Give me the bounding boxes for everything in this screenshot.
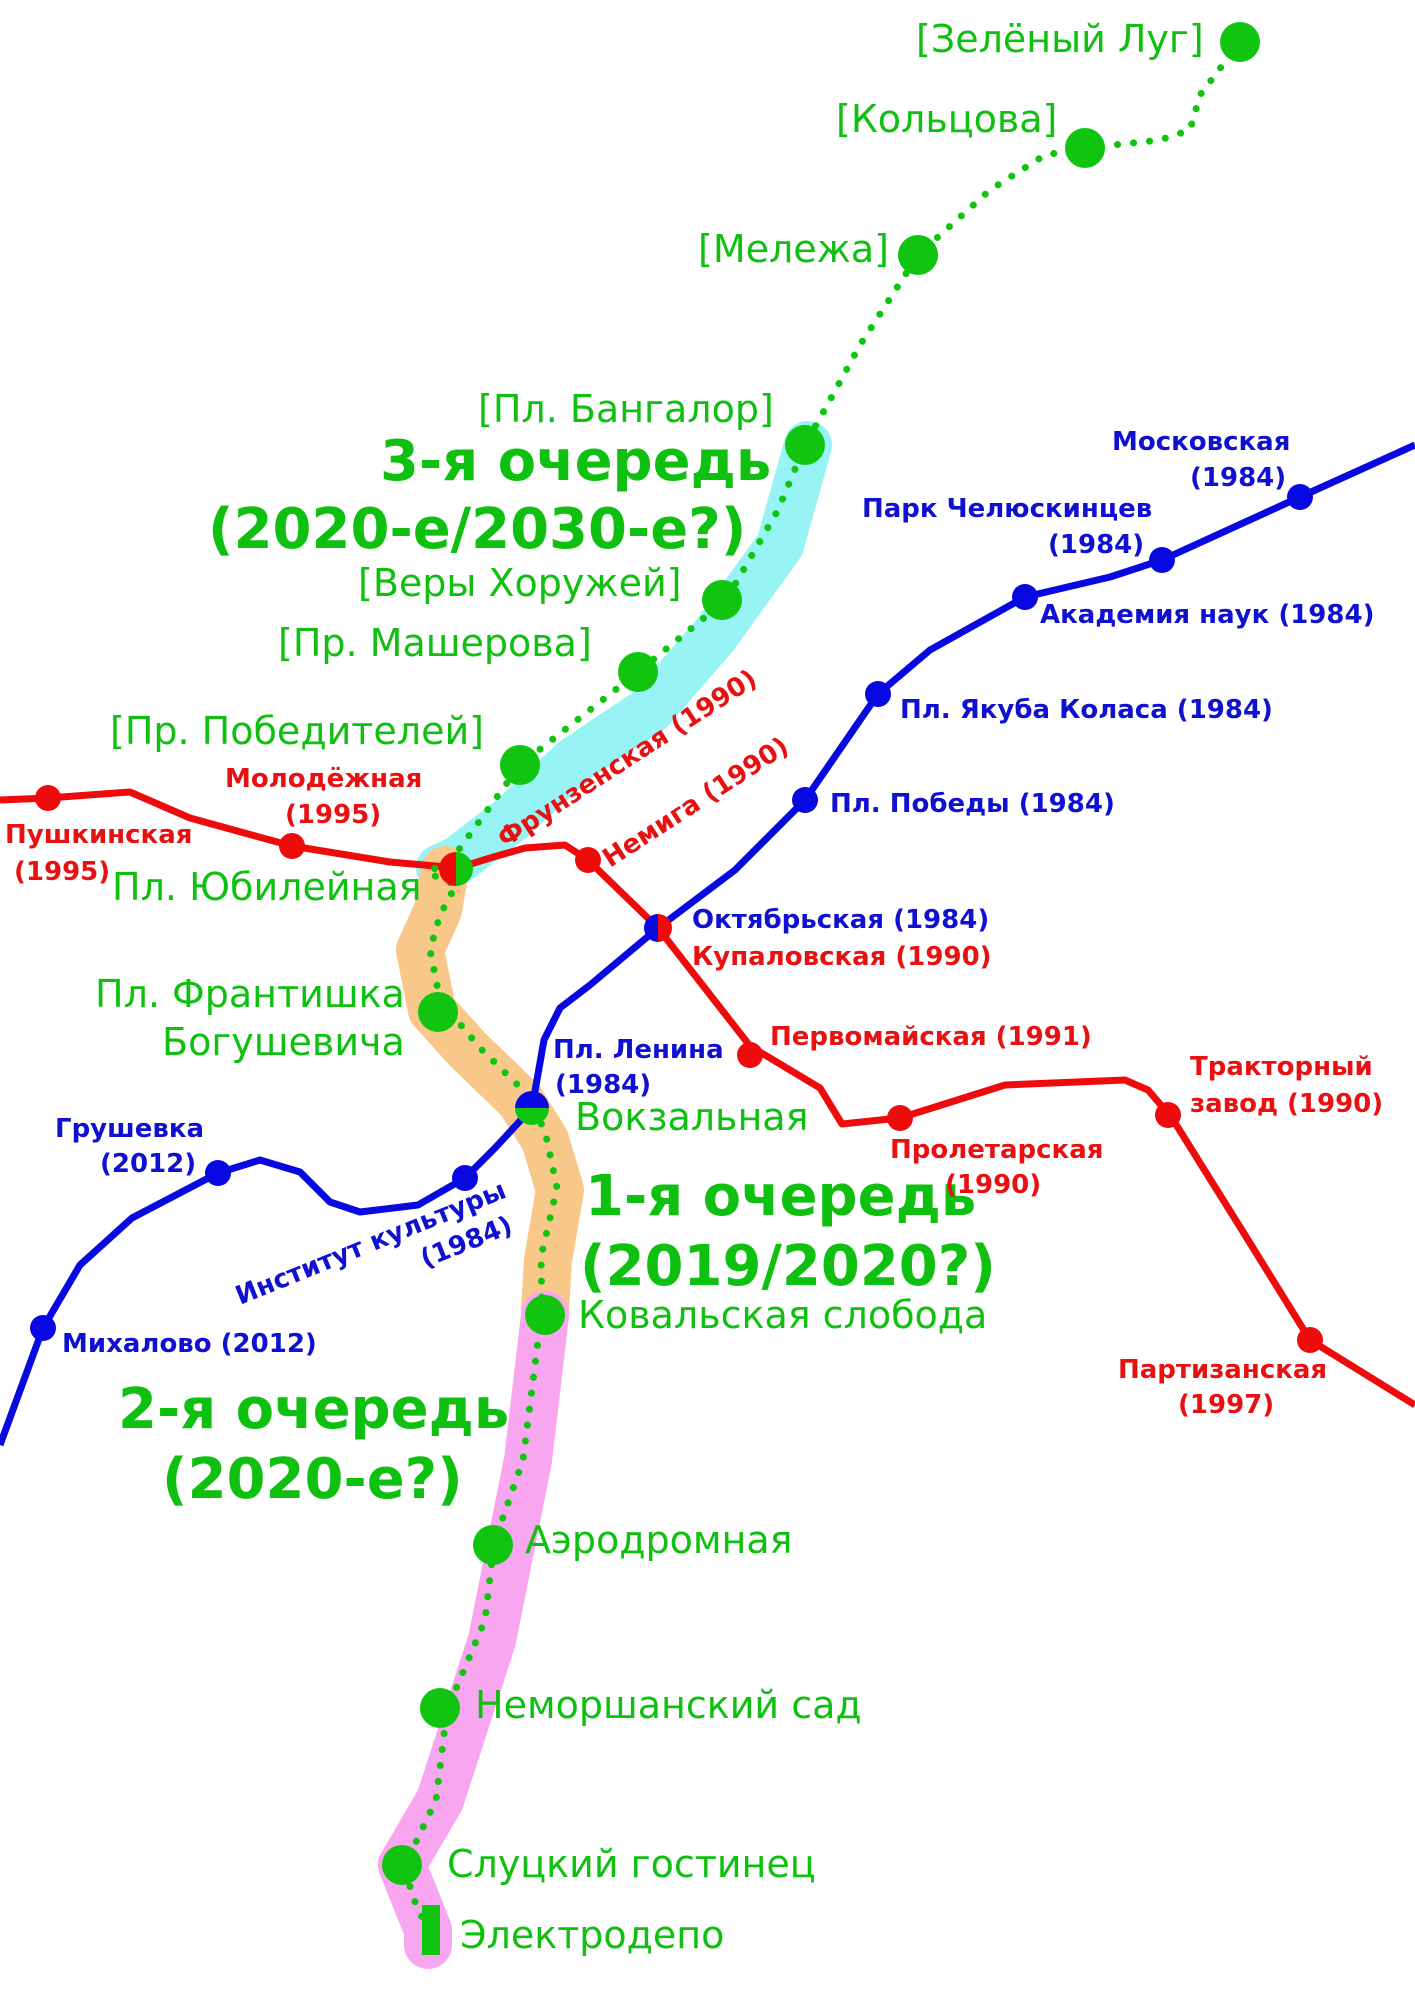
label-zelyony: [Зелёный Луг] [916, 17, 1204, 61]
green-line [401, 38, 1244, 1939]
phase3-zone [416, 421, 832, 892]
label-masherova: [Пр. Машерова] [278, 621, 592, 665]
label-moskovskaya-2: (1984) [1190, 463, 1286, 493]
electrodepot-marker[interactable] [422, 1905, 440, 1955]
station-grushevka[interactable] [205, 1160, 231, 1186]
transfer-yubileynaya[interactable] [439, 852, 473, 886]
station-koltsova[interactable] [1065, 128, 1105, 168]
station-khoruzhey[interactable] [702, 580, 742, 620]
label-aerodromnaya: Аэродромная [525, 1518, 793, 1562]
label-pervomayskaya: Первомайская (1991) [770, 1022, 1092, 1052]
label-molodyozhnaya-1: Молодёжная [225, 764, 422, 794]
label-park-1: Парк Челюскинцев [862, 494, 1152, 524]
label-traktorny-1: Тракторный [1190, 1052, 1373, 1082]
label-koltsova: [Кольцова] [836, 97, 1057, 141]
label-kovalskaya: Ковальская слобода [578, 1293, 987, 1337]
label-pushkinskaya-1: Пушкинская [5, 820, 192, 850]
station-park[interactable] [1149, 547, 1175, 573]
label-park-2: (1984) [1048, 530, 1144, 560]
station-slutsky[interactable] [382, 1845, 422, 1885]
label-proletarskaya-2: (1990) [945, 1170, 1041, 1200]
label-molodyozhnaya-2: (1995) [285, 800, 381, 830]
station-proletarskaya[interactable] [887, 1105, 913, 1131]
phase3-label-1: 3-я очередь [380, 429, 771, 494]
label-frantishka-1: Пл. Франтишка [95, 972, 405, 1016]
station-yakub[interactable] [865, 681, 891, 707]
station-kovalskaya[interactable] [525, 1295, 565, 1335]
station-pervomayskaya[interactable] [737, 1042, 763, 1068]
label-melezha: [Мележа] [698, 227, 889, 271]
phase1-zone [396, 846, 584, 1334]
transfer-oktyabrskaya-kupalovskaya[interactable] [644, 914, 672, 942]
label-pushkinskaya-2: (1995) [14, 857, 110, 887]
label-partizanskaya-1: Партизанская [1118, 1355, 1327, 1385]
label-pobedy: Пл. Победы (1984) [830, 789, 1115, 819]
station-institut[interactable] [452, 1165, 478, 1191]
label-akademiya: Академия наук (1984) [1040, 600, 1374, 630]
transfer-vokzalnaya[interactable] [515, 1091, 549, 1125]
station-frantishka[interactable] [418, 992, 458, 1032]
label-bangalor: [Пл. Бангалор] [478, 387, 774, 431]
label-yubileynaya: Пл. Юбилейная [112, 865, 422, 909]
phase1-label-1: 1-я очередь [585, 1164, 976, 1229]
phase2-label-2: (2020-е?) [162, 1447, 463, 1512]
phase3-label-2: (2020-е/2030-е?) [208, 497, 746, 562]
station-bangalor[interactable] [785, 425, 825, 465]
label-kupalovskaya: Купаловская (1990) [692, 942, 992, 972]
label-partizanskaya-2: (1997) [1178, 1390, 1274, 1420]
station-traktorny[interactable] [1155, 1102, 1181, 1128]
label-vokzalnaya: Вокзальная [575, 1095, 808, 1139]
station-frunzenskaya[interactable] [575, 847, 601, 873]
label-traktorny-2: завод (1990) [1190, 1089, 1383, 1119]
station-nemorshansky[interactable] [420, 1688, 460, 1728]
station-partizanskaya[interactable] [1297, 1327, 1323, 1353]
label-khoruzhey: [Веры Хоружей] [358, 561, 682, 605]
station-molodyozhnaya[interactable] [279, 833, 305, 859]
label-yakub: Пл. Якуба Коласа (1984) [900, 695, 1273, 725]
phase1-label-2: (2019/2020?) [580, 1234, 996, 1299]
station-masherova[interactable] [618, 652, 658, 692]
label-elektrodepo: Электродепо [460, 1913, 724, 1957]
station-moskovskaya[interactable] [1287, 484, 1313, 510]
label-lenina-1: Пл. Ленина [553, 1035, 724, 1065]
station-pobedy[interactable] [792, 787, 818, 813]
label-nemorshansky: Неморшанский сад [475, 1683, 862, 1727]
label-grushevka-2: (2012) [100, 1149, 196, 1179]
station-akademiya[interactable] [1012, 584, 1038, 610]
phase2-label-1: 2-я очередь [118, 1377, 509, 1442]
label-oktyabrskaya: Октябрьская (1984) [692, 905, 989, 935]
label-moskovskaya-1: Московская [1112, 427, 1290, 457]
label-pobediteley: [Пр. Победителей] [110, 709, 484, 753]
label-grushevka-1: Грушевка [55, 1114, 204, 1144]
station-mikhalovo[interactable] [30, 1315, 56, 1341]
label-frantishka-2: Богушевича [162, 1020, 405, 1064]
station-zelyony[interactable] [1220, 22, 1260, 62]
station-pushkinskaya[interactable] [35, 785, 61, 811]
station-melezha[interactable] [898, 235, 938, 275]
label-proletarskaya-1: Пролетарская [890, 1135, 1103, 1165]
station-aerodromnaya[interactable] [473, 1525, 513, 1565]
station-pobediteley[interactable] [500, 745, 540, 785]
label-lenina-2: (1984) [555, 1070, 651, 1100]
label-slutsky: Слуцкий гостинец [447, 1842, 816, 1886]
label-mikhalovo: Михалово (2012) [62, 1329, 317, 1359]
